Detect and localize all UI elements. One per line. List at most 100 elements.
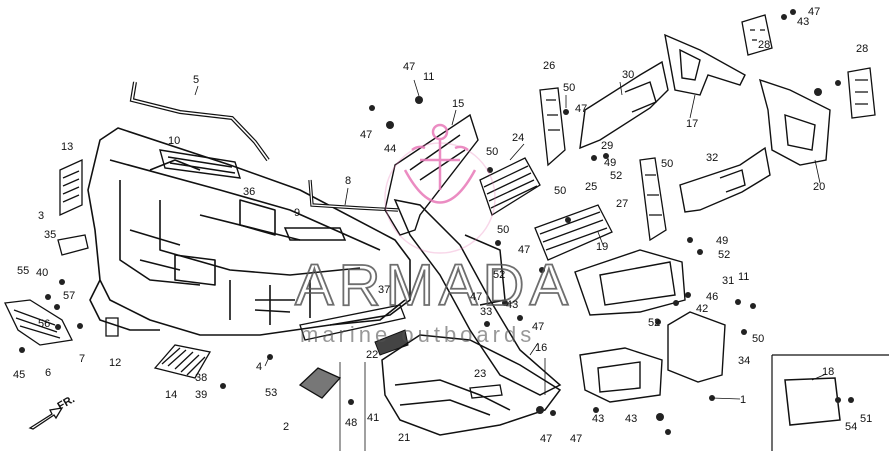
block-part-28a xyxy=(741,14,773,56)
part-label-42: 42 xyxy=(696,303,708,315)
vent-part-24 xyxy=(479,157,541,216)
part-label-43: 43 xyxy=(625,413,637,425)
part-label-50: 50 xyxy=(497,224,509,236)
part-label-20: 20 xyxy=(813,181,825,193)
direction-label: FR. xyxy=(56,393,77,412)
part-label-37: 37 xyxy=(378,284,390,296)
part-label-57: 57 xyxy=(63,290,75,302)
part-label-47: 47 xyxy=(360,129,372,141)
duct-part-32 xyxy=(679,146,771,213)
strip-part-37 xyxy=(299,304,406,341)
part-label-7: 7 xyxy=(79,353,85,365)
watermark-tagline: marine outboards xyxy=(300,322,535,347)
part-label-47: 47 xyxy=(532,321,544,333)
inset-box xyxy=(771,354,889,451)
part-label-35: 35 xyxy=(44,229,56,241)
part-label-51: 51 xyxy=(860,413,872,425)
part-label-13: 13 xyxy=(61,141,73,153)
part-label-55: 55 xyxy=(17,265,29,277)
part-label-27: 27 xyxy=(616,198,628,210)
part-label-28: 28 xyxy=(758,39,770,51)
part-label-38: 38 xyxy=(195,372,207,384)
part-label-25: 25 xyxy=(585,181,597,193)
part-label-11: 11 xyxy=(423,71,434,83)
part-label-52: 52 xyxy=(648,317,660,329)
part-label-50: 50 xyxy=(486,146,498,158)
grille-part-14 xyxy=(153,344,212,379)
bracket-part-15 xyxy=(384,113,479,236)
box-part-1 xyxy=(579,347,663,403)
part-label-36: 36 xyxy=(243,186,255,198)
bracket-part-26 xyxy=(539,87,566,167)
part-label-41: 41 xyxy=(367,412,379,424)
direction-arrow: FR. xyxy=(28,393,77,430)
watermark-brand: ARMADA xyxy=(295,253,573,318)
cover-part-6 xyxy=(4,299,73,346)
part-label-5: 5 xyxy=(193,74,199,86)
part-label-52: 52 xyxy=(493,269,505,281)
part-label-22: 22 xyxy=(366,349,378,361)
bracket-part-17 xyxy=(664,33,746,96)
part-label-18: 18 xyxy=(822,366,834,378)
leader-lines xyxy=(194,79,827,451)
part-label-29: 29 xyxy=(601,140,613,152)
part-number-labels: 1234567891011111213141516171819202122232… xyxy=(13,6,872,445)
part-label-54: 54 xyxy=(845,421,857,433)
part-label-4: 4 xyxy=(256,361,262,373)
part-label-52: 52 xyxy=(718,249,730,261)
part-label-31: 31 xyxy=(722,275,734,287)
watermark-logo-icon xyxy=(384,123,496,254)
part-label-8: 8 xyxy=(345,175,351,187)
part-label-50: 50 xyxy=(752,333,764,345)
part-label-12: 12 xyxy=(109,357,121,369)
grille-part-10 xyxy=(159,149,241,179)
part-label-47: 47 xyxy=(570,433,582,445)
rod-part-5 xyxy=(129,81,270,162)
part-label-3: 3 xyxy=(38,210,44,222)
part-label-49: 49 xyxy=(716,235,728,247)
part-label-14: 14 xyxy=(165,389,177,401)
part-label-47: 47 xyxy=(470,291,482,303)
part-label-56: 56 xyxy=(38,318,50,330)
part-label-45: 45 xyxy=(13,369,25,381)
part-label-15: 15 xyxy=(452,98,464,110)
duct-part-31 xyxy=(579,60,669,150)
part-label-11: 11 xyxy=(738,271,749,283)
part-label-44: 44 xyxy=(384,143,396,155)
bracket-part-27 xyxy=(639,157,667,242)
part-label-39: 39 xyxy=(195,389,207,401)
vent-part-13 xyxy=(59,158,83,217)
panel-part-22 xyxy=(374,329,409,356)
part-label-50: 50 xyxy=(554,185,566,197)
part-label-40: 40 xyxy=(36,267,48,279)
part-label-6: 6 xyxy=(45,367,51,379)
part-label-48: 48 xyxy=(345,417,357,429)
part-label-23: 23 xyxy=(474,368,486,380)
part-label-28: 28 xyxy=(856,43,868,55)
part-label-9: 9 xyxy=(294,207,300,219)
part-label-30: 30 xyxy=(622,69,634,81)
part-label-47: 47 xyxy=(540,433,552,445)
part-label-50: 50 xyxy=(661,158,673,170)
part-label-43: 43 xyxy=(506,299,518,311)
part-label-52: 52 xyxy=(610,170,622,182)
part-label-50: 50 xyxy=(563,82,575,94)
duct-part-19 xyxy=(574,249,686,316)
part-label-49: 49 xyxy=(604,157,616,169)
part-label-47: 47 xyxy=(403,61,415,73)
bracket-part-23 xyxy=(469,384,503,399)
part-label-10: 10 xyxy=(168,135,180,147)
part-label-46: 46 xyxy=(706,291,718,303)
part-label-19: 19 xyxy=(596,241,608,253)
plate-part-34 xyxy=(667,311,726,383)
clip-part-12 xyxy=(105,317,119,337)
part-label-17: 17 xyxy=(686,118,698,130)
panel-part-9 xyxy=(283,227,347,241)
part-label-2: 2 xyxy=(283,421,289,433)
vent-part-19a xyxy=(534,204,613,261)
part-label-1: 1 xyxy=(740,394,746,406)
part-label-47: 47 xyxy=(518,244,530,256)
part-label-21: 21 xyxy=(398,432,410,444)
part-label-43: 43 xyxy=(797,16,809,28)
